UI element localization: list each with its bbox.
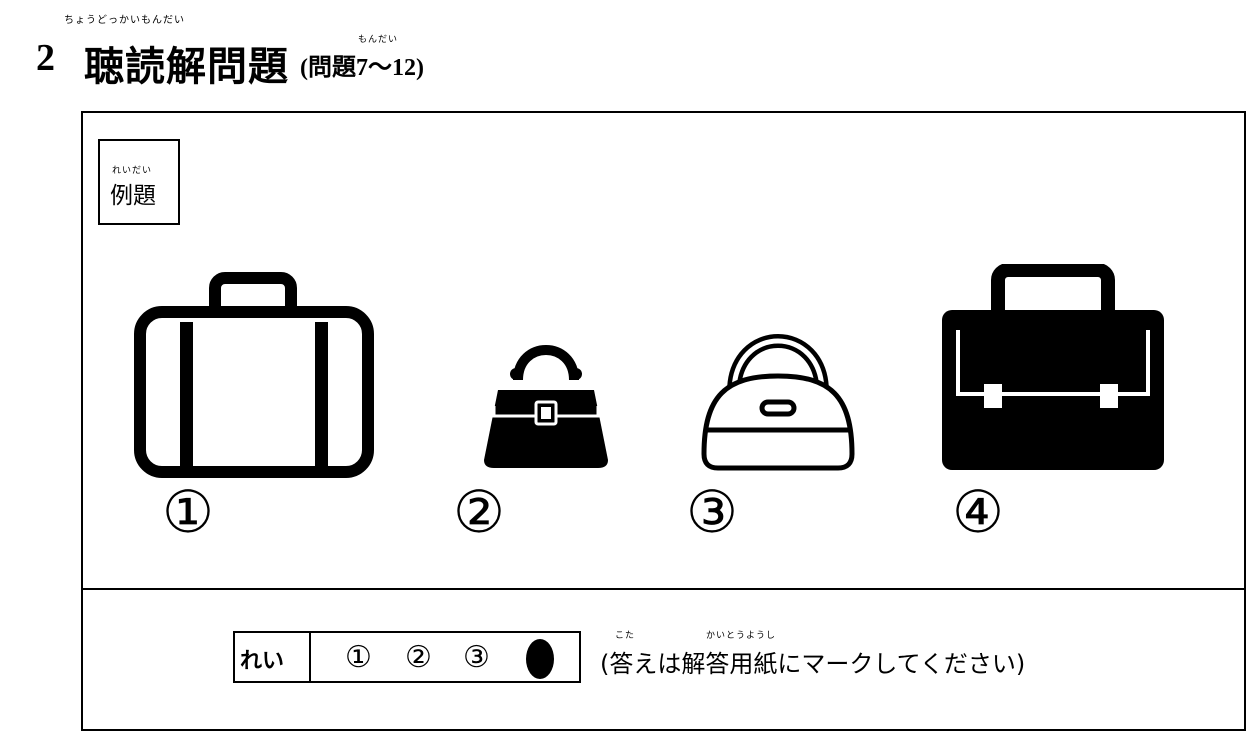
option-4-label: ④: [952, 480, 1004, 545]
suitcase-icon: [134, 272, 374, 478]
instruction-ruby-kaitouyoushi: かいとうようし: [706, 631, 777, 641]
handbag-icon: [484, 345, 608, 468]
example-label-box: [98, 139, 180, 225]
frame-divider: [81, 588, 1246, 590]
answer-choice-2: ②: [405, 641, 432, 674]
answer-choice-3: ③: [463, 641, 490, 674]
subtitle-ruby: もんだい: [358, 35, 399, 45]
option-3-label: ③: [686, 480, 738, 545]
section-number: 2: [36, 37, 55, 79]
section-subtitle: (問題7〜12): [300, 55, 424, 81]
example-ruby: れいだい: [112, 166, 153, 176]
instruction-ruby-kotae: こた: [615, 631, 636, 641]
example-label: 例題: [110, 183, 156, 209]
option-1-label: ①: [162, 480, 214, 545]
bowling-bag-icon: [701, 334, 855, 471]
question-frame: [81, 111, 1246, 731]
answer-example-label: れい: [240, 649, 285, 674]
option-2-label: ②: [453, 480, 505, 545]
answer-example-box: [233, 631, 581, 683]
briefcase-icon: [942, 264, 1164, 470]
answer-example-separator: [309, 631, 311, 683]
section-title: 聴読解問題: [84, 44, 289, 90]
answer-instruction: (答えは解答用紙にマークしてください): [600, 650, 1026, 678]
title-ruby: ちょうどっかいもんだい: [64, 15, 185, 26]
answer-choice-4-filled-mark: [526, 639, 554, 679]
answer-choice-1: ①: [345, 641, 372, 674]
